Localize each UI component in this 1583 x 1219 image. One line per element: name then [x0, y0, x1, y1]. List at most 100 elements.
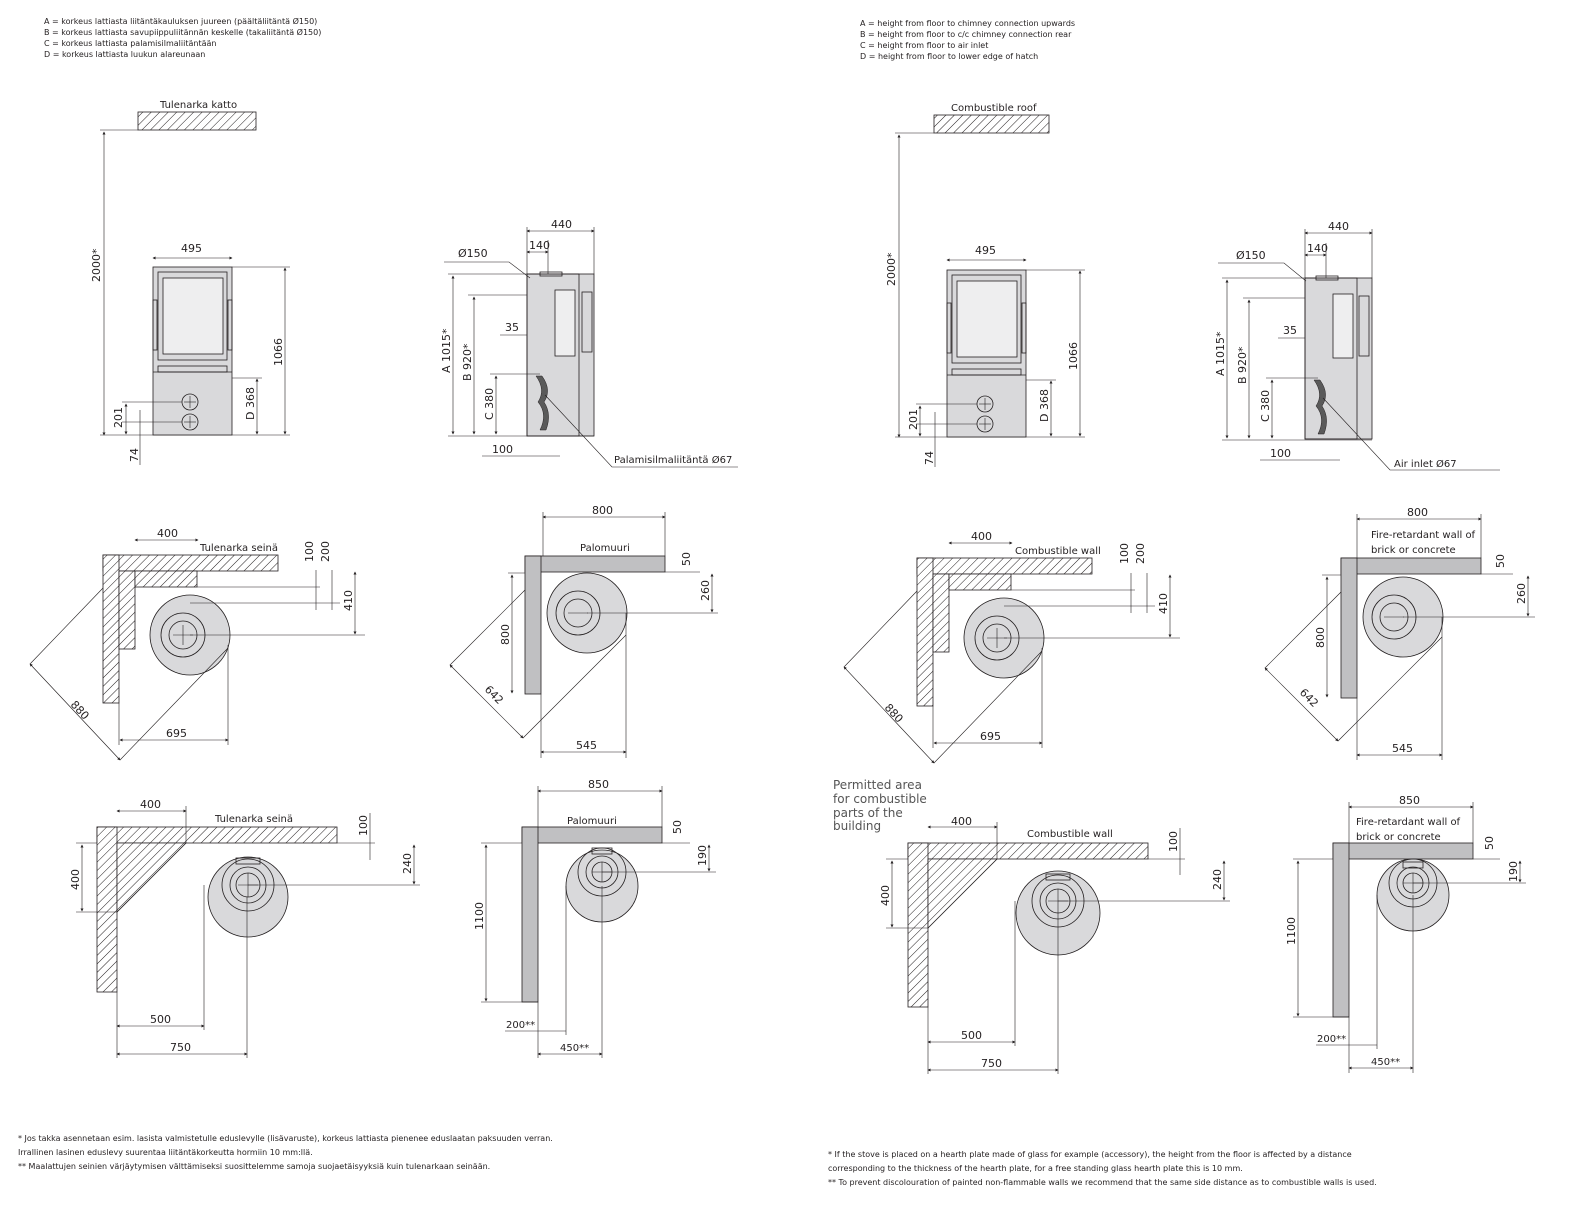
- en-firewall-label-1b: brick or concrete: [1371, 545, 1456, 556]
- en-dim-f545: 545: [1392, 742, 1413, 755]
- fi-dim-c380: C 380: [483, 388, 496, 420]
- en-dim-p450: 450**: [1371, 1057, 1400, 1068]
- fi-dim-c400: 400: [157, 527, 178, 540]
- en-dim-a1015: A 1015*: [1214, 331, 1227, 376]
- fi-legend-b: B = korkeus lattiasta savupiippuliitännä…: [44, 27, 321, 37]
- fi-footnote-3: ** Maalattujen seinien värjäytymisen väl…: [18, 1162, 490, 1171]
- en-dim-p50: 50: [1483, 836, 1496, 850]
- en-dim-74: 74: [923, 451, 936, 465]
- fi-dim-74: 74: [128, 448, 141, 462]
- fi-dim-1066: 1066: [272, 338, 285, 366]
- fi-side-view: 440 140 Ø150 A 1015* B 920* 35 C 380 100…: [440, 218, 738, 468]
- en-corner-firewall: Fire-retardant wall of brick or concrete…: [1264, 506, 1535, 760]
- fi-dim-a1015: A 1015*: [440, 328, 453, 373]
- en-permitted-4: building: [833, 819, 881, 833]
- fi-firewall-label-2: Palomuuri: [567, 816, 617, 827]
- fi-dim-p200: 200**: [506, 1020, 535, 1031]
- fi-dim-c695: 695: [166, 727, 187, 740]
- en-dim-c695: 695: [980, 730, 1001, 743]
- fi-dim-s500: 500: [150, 1013, 171, 1026]
- fi-dim-p850: 850: [588, 778, 609, 791]
- en-dim-c880: 880: [882, 701, 906, 725]
- en-legend-c: C = height from floor to air inlet: [860, 41, 988, 50]
- en-legend-a: A = height from floor to chimney connect…: [860, 19, 1075, 28]
- fi-dim-440: 440: [551, 218, 572, 231]
- en-dim-c400: 400: [971, 530, 992, 543]
- en-dim-s240: 240: [1211, 869, 1224, 890]
- en-wall-label-2: Combustible wall: [1027, 829, 1113, 840]
- fi-wall-label-2: Tulenarka seinä: [214, 814, 293, 825]
- fi-dim-p1100: 1100: [473, 902, 486, 930]
- fi-firewall-label-1: Palomuuri: [580, 543, 630, 554]
- en-dim-440: 440: [1328, 220, 1349, 233]
- en-dim-f800v: 800: [1314, 627, 1327, 648]
- en-dim-f50: 50: [1494, 554, 1507, 568]
- fi-air-pipe: [535, 375, 549, 431]
- en-side-view: 440 140 Ø150 A 1015* B 920* 35 C 380 100…: [1214, 220, 1500, 471]
- en-dim-140: 140: [1307, 242, 1328, 255]
- fi-dim-s400: 400: [140, 798, 161, 811]
- fi-dim-p50: 50: [671, 820, 684, 834]
- en-dim-p1100: 1100: [1285, 917, 1298, 945]
- fi-legend-c: C = korkeus lattiasta palamisilmaliitänt…: [44, 39, 216, 48]
- en-wall-label-1: Combustible wall: [1015, 546, 1101, 557]
- fi-dim-2000: 2000*: [90, 248, 103, 282]
- fi-wall-label-1: Tulenarka seinä: [199, 543, 278, 554]
- fi-footnote-2: Irrallinen lasinen eduslevy suurentaa li…: [18, 1148, 313, 1157]
- fi-dim-p190: 190: [696, 845, 709, 866]
- en-permitted-3: parts of the: [833, 806, 903, 820]
- en-firewall-label-1a: Fire-retardant wall of: [1371, 530, 1476, 541]
- en-dim-c100: 100: [1118, 543, 1131, 564]
- en-permitted-1: Permitted area: [833, 778, 922, 792]
- fi-corner-firewall: Palomuuri 800 50 260 800 642 545: [449, 504, 718, 758]
- fi-footnote-1: * Jos takka asennetaan esim. lasista val…: [18, 1134, 553, 1143]
- en-dim-b920: B 920*: [1236, 346, 1249, 384]
- en-legend: A = height from floor to chimney connect…: [860, 19, 1075, 61]
- en-dim-c380: C 380: [1259, 390, 1272, 422]
- fi-dim-140: 140: [529, 239, 550, 252]
- fi-dim-s240: 240: [401, 853, 414, 874]
- en-front-view: Combustible roof 2000* 495 1066 D 368 20…: [885, 103, 1085, 467]
- en-dim-100: 100: [1270, 447, 1291, 460]
- fi-roof-hatch: [137, 111, 257, 131]
- en-dim-s500: 500: [961, 1029, 982, 1042]
- en-wall-combustible: Permitted area for combustible parts of …: [833, 778, 1230, 1074]
- fi-dim-f642: 642: [482, 683, 506, 707]
- en-dim-p190: 190: [1507, 861, 1520, 882]
- fi-dim-s400v: 400: [69, 869, 82, 890]
- en-dim-s750: 750: [981, 1057, 1002, 1070]
- en-dim-1066: 1066: [1067, 342, 1080, 370]
- fi-dim-b920: B 920*: [461, 343, 474, 381]
- en-footnotes: * If the stove is placed on a hearth pla…: [828, 1150, 1377, 1187]
- en-footnote-1: * If the stove is placed on a hearth pla…: [828, 1150, 1352, 1159]
- fi-footnotes: * Jos takka asennetaan esim. lasista val…: [18, 1134, 553, 1171]
- en-firewall-label-2b: brick or concrete: [1356, 832, 1441, 843]
- fi-wall-combustible: Tulenarka seinä 400 100 240 400 500 750: [69, 798, 420, 1058]
- fi-dim-d150: Ø150: [458, 247, 488, 260]
- fi-dim-495: 495: [181, 242, 202, 255]
- fi-dim-201: 201: [112, 407, 125, 428]
- fi-dim-p450: 450**: [560, 1043, 589, 1054]
- fi-dim-c200: 200: [319, 541, 332, 562]
- en-dim-s100: 100: [1167, 831, 1180, 852]
- en-dim-f642: 642: [1297, 686, 1321, 710]
- fi-air-inlet-label: Palamisilmaliitäntä Ø67: [614, 454, 732, 466]
- en-footnote-3: ** To prevent discolouration of painted …: [828, 1178, 1377, 1187]
- en-permitted-2: for combustible: [833, 792, 927, 806]
- fi-dim-s100: 100: [357, 815, 370, 836]
- fi-dim-f800v: 800: [499, 624, 512, 645]
- fi-legend: A = korkeus lattiasta liitäntäkauluksen …: [44, 16, 321, 59]
- en-dim-f800: 800: [1407, 506, 1428, 519]
- en-dim-c410: 410: [1157, 593, 1170, 614]
- en-footnote-2: corresponding to the thickness of the he…: [828, 1164, 1243, 1173]
- fi-dim-c410: 410: [342, 590, 355, 611]
- en-dim-d150: Ø150: [1236, 249, 1266, 262]
- en-dim-2000: 2000*: [885, 252, 898, 286]
- en-legend-d: D = height from floor to lower edge of h…: [860, 52, 1038, 61]
- en-dim-201: 201: [907, 409, 920, 430]
- fi-wall-firewall: Palomuuri 850 50 190 1100 200** 450**: [473, 778, 716, 1058]
- fi-front-view: Tulenarka katto 2000* 495 1066 D 368 201…: [90, 100, 290, 465]
- en-dim-35: 35: [1283, 324, 1297, 337]
- fi-dim-f545: 545: [576, 739, 597, 752]
